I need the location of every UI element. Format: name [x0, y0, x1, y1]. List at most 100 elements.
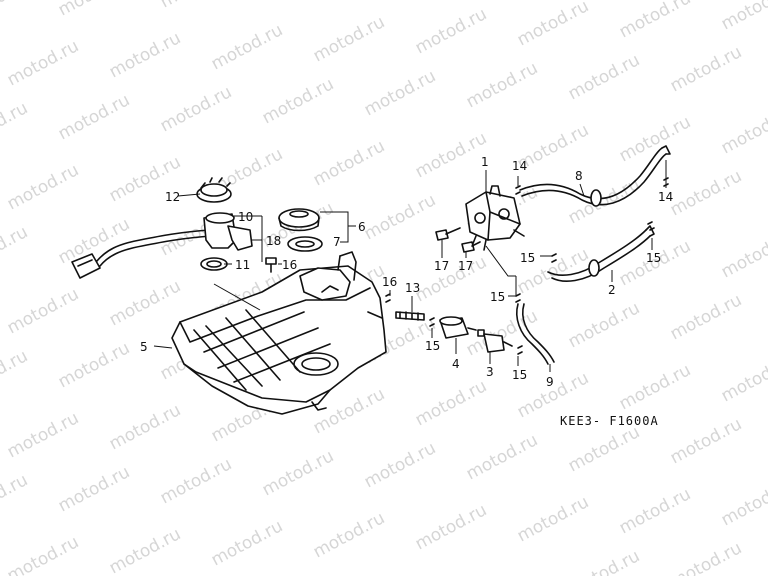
callout-14-a: 14 [512, 159, 527, 173]
watermark-text: motod.ru [412, 500, 490, 554]
watermark-text: motod.ru [718, 0, 768, 34]
callout-4: 4 [452, 357, 460, 371]
filler-cap [278, 208, 320, 232]
watermark-text: motod.ru [4, 532, 82, 576]
watermark-text: motod.ru [412, 4, 490, 58]
diagram-code-label: KEE3- F1600A [560, 414, 659, 428]
callout-15-d: 15 [425, 339, 440, 353]
ring-nut [196, 177, 232, 203]
watermark-text: motod.ru [0, 470, 31, 524]
watermark-text: motod.ru [616, 0, 694, 42]
callout-15-a: 15 [520, 251, 535, 265]
callout-3: 3 [486, 365, 494, 379]
callout-14-b: 14 [658, 190, 673, 204]
pump-bolt-left [435, 227, 461, 241]
watermark-text: motod.ru [667, 166, 745, 220]
watermark-text: motod.ru [208, 516, 286, 570]
callout-2: 2 [608, 283, 616, 297]
watermark-text: motod.ru [667, 290, 745, 344]
gauge-gasket [200, 257, 228, 271]
watermark-text: motod.ru [106, 524, 184, 576]
tank-bolt [265, 257, 277, 273]
fuel-gauge-unit [71, 212, 253, 279]
watermark-text: motod.ru [463, 58, 541, 112]
watermark-text: motod.ru [514, 0, 592, 50]
fuel-valve [477, 329, 513, 353]
callout-17-b: 17 [458, 259, 473, 273]
fuel-tube-bottom [516, 303, 555, 365]
watermark-text: motod.ru [157, 0, 235, 12]
watermark-text: motod.ru [259, 446, 337, 500]
watermark-text: motod.ru [361, 438, 439, 492]
watermark-text: motod.ru [4, 36, 82, 90]
leader-lines [153, 160, 667, 372]
watermark-text: motod.ru [0, 346, 31, 400]
tube-clip-15b [515, 293, 521, 303]
watermark-text: motod.ru [412, 376, 490, 430]
fuel-strainer [395, 311, 425, 321]
watermark-text: motod.ru [0, 222, 31, 276]
watermark-text: motod.ru [718, 104, 768, 158]
fuel-pump [465, 185, 525, 251]
watermark-text: motod.ru [0, 98, 31, 152]
callout-10: 10 [238, 210, 253, 224]
callout-16-b: 16 [382, 275, 397, 289]
tube-clip-15a [551, 253, 557, 263]
watermark-text: motod.ru [667, 538, 745, 576]
callout-6: 6 [358, 220, 366, 234]
fuel-tube-upper [519, 145, 671, 207]
watermark-text: motod.ru [157, 82, 235, 136]
watermark-text: motod.ru [0, 0, 31, 28]
watermark-text: motod.ru [565, 546, 643, 576]
filler-packing [287, 236, 323, 252]
watermark-text: motod.ru [565, 50, 643, 104]
watermark-text: motod.ru [667, 42, 745, 96]
fuel-tube-lower [547, 225, 655, 282]
callout-11: 11 [235, 258, 250, 272]
watermark-text: motod.ru [55, 90, 133, 144]
callout-labels: 1 2 3 4 5 6 7 8 9 10 11 12 13 14 14 15 1… [140, 155, 673, 389]
watermark-text: motod.ru [616, 360, 694, 414]
watermark-text: motod.ru [514, 492, 592, 546]
tube-clip-15e [647, 221, 655, 231]
watermark-text: motod.ru [310, 12, 388, 66]
watermark-text: motod.ru [4, 284, 82, 338]
tube-clip-14a [515, 185, 521, 195]
callout-15-c: 15 [490, 290, 505, 304]
watermark-text: motod.ru [616, 484, 694, 538]
watermark-text: motod.ru [667, 414, 745, 468]
watermark-text: motod.ru [106, 28, 184, 82]
pump-bolt-right [461, 241, 481, 253]
tube-clip-15d [517, 345, 523, 355]
watermark-text: motod.ru [157, 454, 235, 508]
watermark-text: motod.ru [310, 508, 388, 562]
watermark-text: motod.ru [565, 298, 643, 352]
callout-18: 18 [266, 234, 281, 248]
watermark-text: motod.ru [106, 276, 184, 330]
watermark-text: motod.ru [4, 408, 82, 462]
fuel-filter [439, 316, 477, 339]
callout-9: 9 [546, 375, 554, 389]
watermark-text: motod.ru [616, 112, 694, 166]
callout-1: 1 [481, 155, 489, 169]
watermark-text: motod.ru [361, 66, 439, 120]
fuel-tank [171, 251, 387, 415]
watermark-text: motod.ru [310, 136, 388, 190]
callout-7: 7 [333, 235, 341, 249]
watermark-text: motod.ru [412, 252, 490, 306]
watermark-text: motod.ru [55, 0, 133, 20]
watermark-text: motod.ru [259, 0, 337, 4]
watermark-text: motod.ru [208, 20, 286, 74]
callout-16-a: 16 [282, 258, 297, 272]
watermark-text: motod.ru [412, 128, 490, 182]
watermark-text: motod.ru [718, 476, 768, 530]
watermark-text: motod.ru [55, 338, 133, 392]
watermark-text: motod.ru [565, 422, 643, 476]
watermark-text: motod.ru [106, 400, 184, 454]
watermark-text: motod.ru [4, 160, 82, 214]
callout-12: 12 [165, 190, 180, 204]
watermark-text: motod.ru [718, 352, 768, 406]
callout-17-a: 17 [434, 259, 449, 273]
